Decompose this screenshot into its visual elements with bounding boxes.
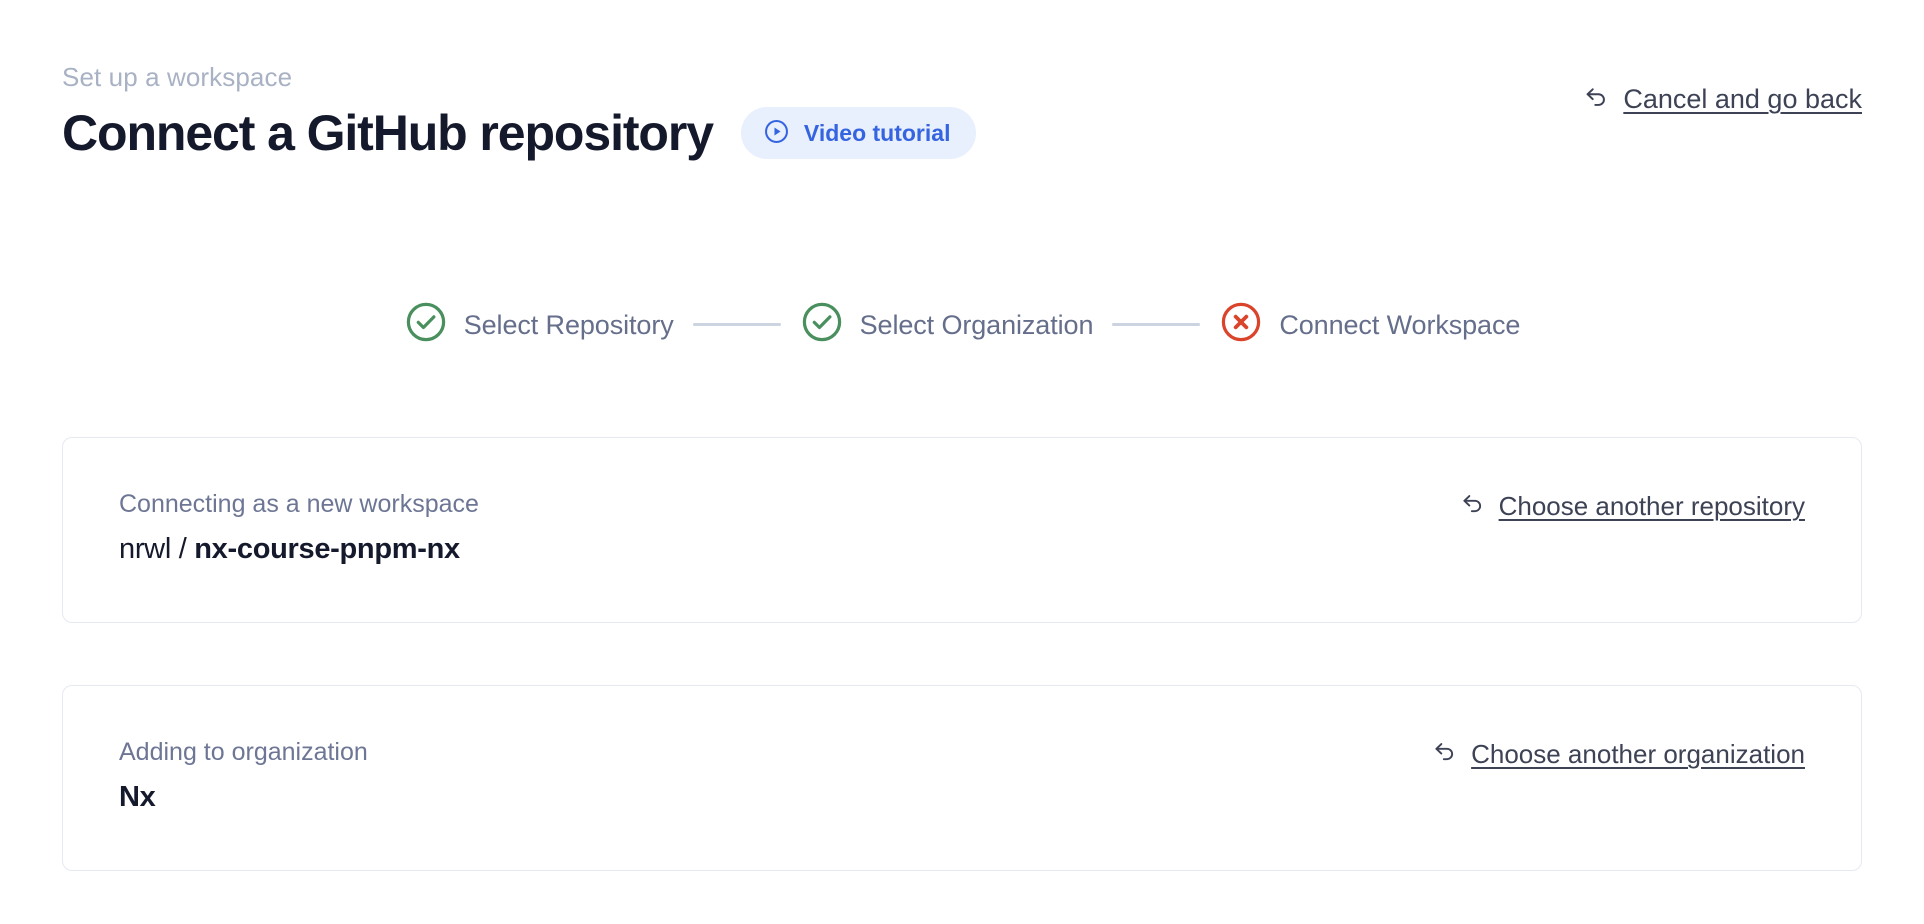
repository-owner: nrwl [119, 533, 171, 565]
repository-card: Connecting as a new workspace nrwl / nx-… [62, 437, 1862, 623]
organization-name: Nx [119, 781, 156, 813]
organization-card: Adding to organization Nx Choose another… [62, 685, 1862, 871]
choose-another-organization-label: Choose another organization [1471, 739, 1805, 769]
back-arrow-icon [1582, 83, 1610, 116]
choose-another-repository-link[interactable]: Choose another repository [1459, 490, 1805, 522]
step-label-select-repository: Select Repository [463, 309, 674, 340]
repository-name: nx-course-pnpm-nx [194, 533, 460, 565]
video-tutorial-button[interactable]: Video tutorial [740, 107, 977, 159]
organization-card-caption: Adding to organization [119, 738, 368, 766]
back-arrow-icon [1459, 490, 1486, 522]
step-select-repository[interactable]: Select Repository [404, 300, 674, 349]
cancel-and-go-back-label: Cancel and go back [1623, 84, 1862, 114]
step-select-organization[interactable]: Select Organization [800, 300, 1094, 349]
page-header: Set up a workspace Connect a GitHub repo… [62, 60, 1862, 164]
repository-card-content: Connecting as a new workspace nrwl / nx-… [119, 488, 479, 567]
check-circle-icon [800, 300, 844, 349]
play-circle-icon [763, 118, 790, 148]
repository-card-value: nrwl / nx-course-pnpm-nx [119, 531, 479, 567]
back-arrow-icon [1431, 738, 1458, 770]
step-connector-1 [692, 323, 781, 326]
organization-card-content: Adding to organization Nx [119, 736, 368, 815]
check-circle-icon [404, 300, 448, 349]
repository-card-caption: Connecting as a new workspace [119, 490, 479, 518]
title-row: Connect a GitHub repository Video tutori… [62, 102, 1862, 164]
page-title: Connect a GitHub repository [62, 105, 714, 161]
progress-stepper: Select Repository Select Organization Co… [0, 300, 1924, 349]
x-circle-icon [1219, 300, 1263, 349]
step-label-select-organization: Select Organization [859, 309, 1094, 340]
video-tutorial-label: Video tutorial [803, 120, 951, 146]
cancel-and-go-back-link[interactable]: Cancel and go back [1582, 82, 1862, 116]
choose-another-organization-link[interactable]: Choose another organization [1431, 738, 1805, 770]
choose-another-repository-label: Choose another repository [1498, 491, 1805, 521]
page-eyebrow: Set up a workspace [62, 62, 293, 92]
step-label-connect-workspace: Connect Workspace [1279, 309, 1521, 340]
step-connect-workspace[interactable]: Connect Workspace [1219, 300, 1520, 349]
step-connector-2 [1112, 323, 1201, 326]
repository-separator: / [170, 533, 195, 565]
